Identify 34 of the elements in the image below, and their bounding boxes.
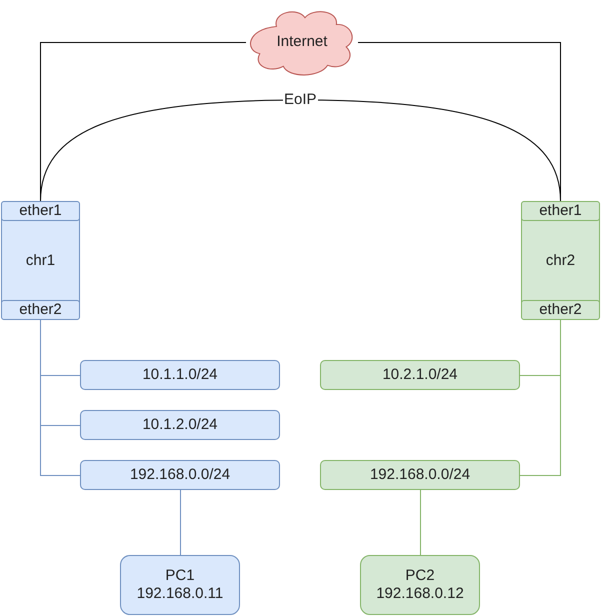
port-label: ether2	[19, 301, 62, 319]
router-label: chr1	[26, 252, 56, 270]
port-label: ether1	[19, 202, 62, 220]
connector-line	[520, 320, 561, 476]
port-tab	[521, 201, 600, 221]
port-label: ether1	[539, 202, 582, 220]
subnet-box	[320, 460, 520, 490]
subnet-box	[80, 410, 280, 440]
subnet-label: 10.1.1.0/24	[142, 366, 218, 384]
router-panel	[521, 201, 600, 320]
port-tab	[1, 300, 80, 320]
connector-line	[40, 320, 80, 476]
host-address: 192.168.0.12	[376, 585, 464, 603]
connector-line	[420, 490, 421, 556]
subnet-label: 192.168.0.0/24	[370, 466, 470, 484]
host-box	[120, 555, 240, 615]
port-tab	[1, 201, 80, 221]
subnet-box	[320, 360, 520, 390]
host-address: 192.168.0.11	[136, 585, 224, 603]
port-label: ether2	[539, 301, 582, 319]
curved-connector	[40, 100, 561, 202]
subnet-label: 192.168.0.0/24	[130, 466, 230, 484]
router-panel	[1, 201, 80, 320]
subnet-box	[80, 460, 280, 490]
port-tab	[521, 300, 600, 320]
host-name: PC1	[165, 567, 195, 585]
subnet-label: 10.1.2.0/24	[142, 416, 218, 434]
cloud-label: Internet	[276, 33, 328, 51]
host-box	[360, 555, 480, 615]
subnet-box	[80, 360, 280, 390]
host-name: PC2	[405, 567, 435, 585]
subnet-label: 10.2.1.0/24	[382, 366, 458, 384]
router-label: chr2	[546, 252, 576, 270]
connector-line	[180, 490, 181, 556]
